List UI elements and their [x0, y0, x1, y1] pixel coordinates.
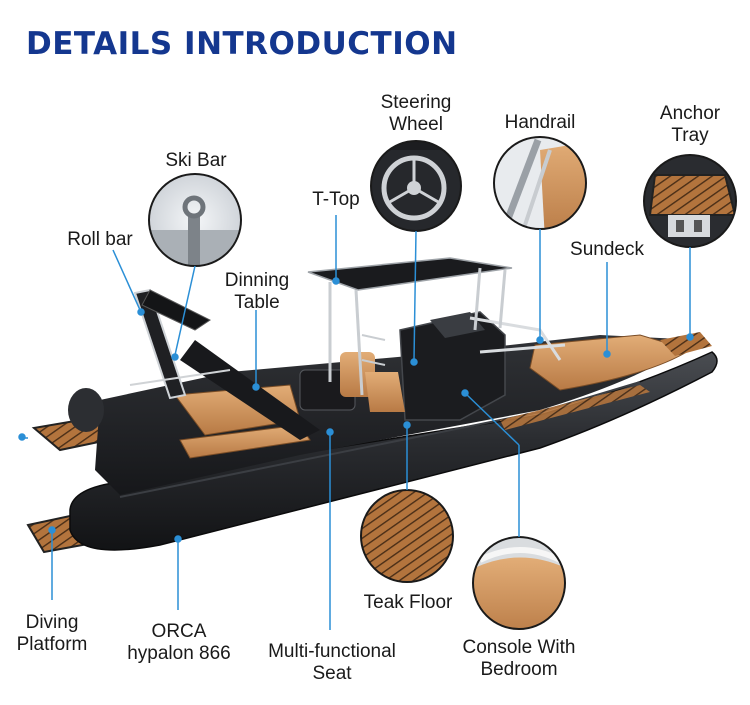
- boat: [26, 257, 718, 554]
- anchor-tray-detail-circle: [643, 154, 737, 248]
- leader-lines: [18, 215, 694, 630]
- steering-wheel-detail-circle: [370, 140, 462, 232]
- label-orca-hypalon: ORCA hypalon 866: [118, 621, 240, 665]
- teak-floor-detail-circle: [360, 489, 454, 583]
- page-title: DETAILS INTRODUCTION: [26, 26, 458, 62]
- label-console-line1: Console With: [462, 637, 576, 658]
- label-dinning-table-line2: Table: [234, 292, 280, 313]
- label-ski-bar-text: Ski Bar: [165, 150, 227, 171]
- console-bedroom-detail-circle: [472, 536, 566, 630]
- label-diving-platform-line1: Diving: [25, 612, 79, 633]
- label-dinning-table: Dinning Table: [214, 270, 300, 314]
- label-console-with-bedroom: Console With Bedroom: [452, 637, 586, 681]
- label-sundeck-text: Sundeck: [570, 239, 644, 260]
- label-anchor-tray: Anchor Tray: [650, 103, 730, 147]
- label-sundeck: Sundeck: [562, 239, 652, 261]
- label-ski-bar: Ski Bar: [158, 150, 234, 172]
- label-roll-bar: Roll bar: [60, 229, 140, 251]
- label-multi-functional-seat: Multi-functional Seat: [254, 641, 410, 685]
- label-handrail: Handrail: [494, 112, 586, 134]
- label-diving-platform: Diving Platform: [6, 612, 98, 656]
- label-multi-seat-line2: Seat: [312, 663, 352, 684]
- label-diving-platform-line2: Platform: [16, 634, 88, 655]
- label-t-top-text: T-Top: [312, 189, 360, 210]
- label-handrail-text: Handrail: [504, 112, 576, 133]
- ski-bar-detail-circle: [148, 173, 242, 267]
- label-t-top: T-Top: [302, 189, 370, 211]
- label-steering-wheel-line1: Steering: [380, 92, 452, 113]
- label-roll-bar-text: Roll bar: [67, 229, 133, 250]
- label-dinning-table-line1: Dinning: [224, 270, 290, 291]
- label-steering-wheel: Steering Wheel: [372, 92, 460, 136]
- handrail-detail-circle: [493, 136, 587, 230]
- label-teak-floor-text: Teak Floor: [363, 592, 453, 613]
- label-multi-seat-line1: Multi-functional: [268, 641, 396, 662]
- label-teak-floor: Teak Floor: [352, 592, 464, 614]
- label-orca-line1: ORCA: [151, 621, 207, 642]
- label-steering-wheel-line2: Wheel: [389, 114, 443, 135]
- label-orca-line2: hypalon 866: [127, 643, 231, 664]
- label-anchor-tray-line2: Tray: [671, 125, 709, 146]
- label-anchor-tray-line1: Anchor: [659, 103, 721, 124]
- label-console-line2: Bedroom: [480, 659, 558, 680]
